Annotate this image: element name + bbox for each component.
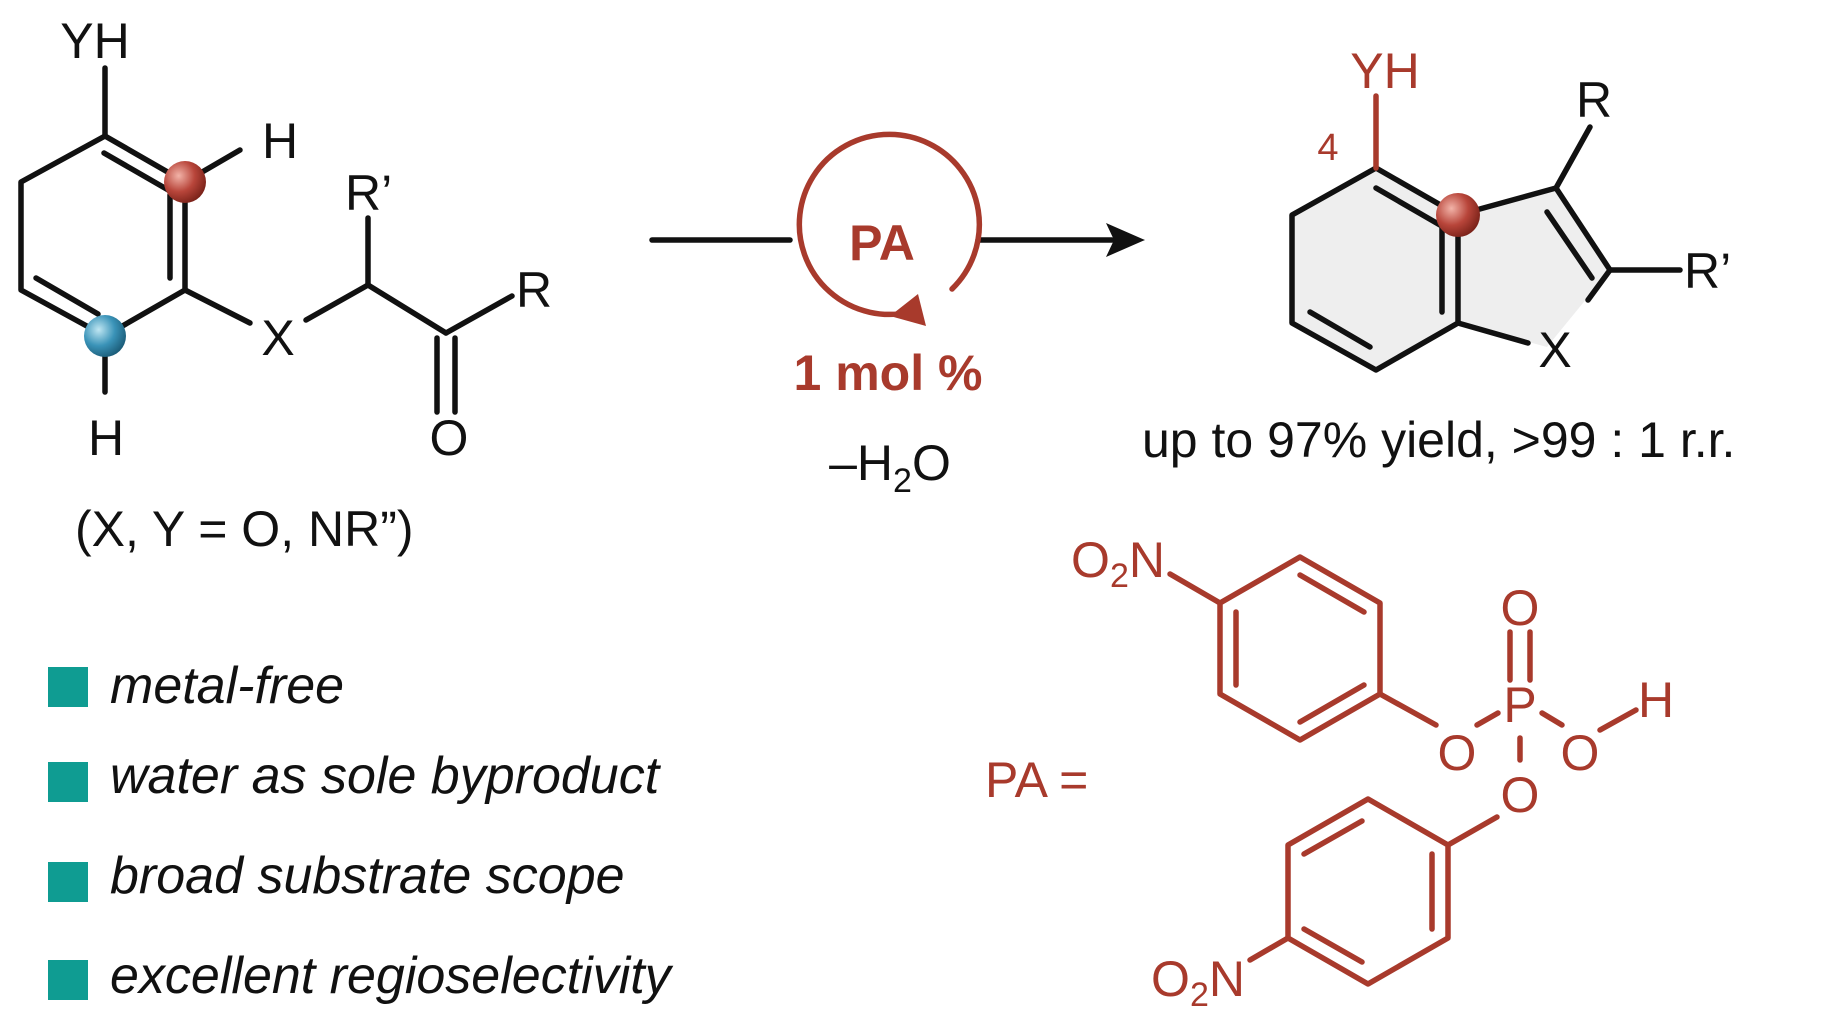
catalyst-structure: PA = O2N O P O O H O O2N bbox=[985, 532, 1674, 1014]
phosphoryl-o-label: O bbox=[1501, 580, 1540, 636]
arrow-head bbox=[1106, 223, 1145, 257]
reactant-substituent-note: (X, Y = O, NR”) bbox=[75, 501, 414, 557]
cycle-arrow-head bbox=[890, 294, 926, 326]
product-structure: YH 4 R R’ X up to 97% yield, >99 : 1 r.r… bbox=[1142, 43, 1735, 468]
reactant-yh-label: YH bbox=[60, 13, 129, 69]
byproduct-water-label: –H2O bbox=[829, 435, 951, 500]
feature-item: metal-free bbox=[110, 657, 344, 715]
feature-item: excellent regioselectivity bbox=[110, 947, 674, 1005]
product-position-label: 4 bbox=[1317, 127, 1338, 169]
reactant-r-label: R bbox=[516, 262, 552, 318]
reaction-arrow: PA 1 mol % –H2O bbox=[649, 131, 1145, 500]
ester-o-bottom-label: O bbox=[1501, 767, 1540, 823]
reactant-x-label: X bbox=[261, 310, 294, 366]
feature-bullet bbox=[48, 960, 88, 1000]
catalytic-cycle-icon bbox=[796, 131, 983, 318]
reactant-carbonyl-o-label: O bbox=[430, 410, 469, 466]
feature-list: metal-free water as sole byproduct broad… bbox=[48, 657, 674, 1005]
ester-o-left-label: O bbox=[1438, 725, 1477, 781]
reactant-h-bottom-label: H bbox=[88, 410, 124, 466]
hydroxyl-h-label: H bbox=[1638, 672, 1674, 728]
lower-nitro-group-label: O2N bbox=[1151, 951, 1245, 1014]
hydroxyl-o-label: O bbox=[1561, 725, 1600, 781]
feature-item: water as sole byproduct bbox=[110, 747, 662, 805]
catalyst-pa-label: PA bbox=[849, 215, 915, 271]
feature-bullet bbox=[48, 862, 88, 902]
feature-item: broad substrate scope bbox=[110, 847, 625, 905]
product-r-label: R bbox=[1576, 72, 1612, 128]
pa-definition-label: PA = bbox=[985, 752, 1088, 808]
catalyst-loading-label: 1 mol % bbox=[794, 345, 983, 401]
c4-red-marker bbox=[1436, 193, 1480, 237]
ortho-ch-red-marker bbox=[164, 161, 206, 203]
phosphorus-label: P bbox=[1503, 677, 1536, 733]
product-r-prime-label: R’ bbox=[1684, 243, 1731, 299]
reactant-r-prime-label: R’ bbox=[345, 165, 392, 221]
feature-bullet bbox=[48, 762, 88, 802]
reactant-structure: YH H H X R’ R O (X, Y = O, NR”) bbox=[18, 13, 552, 557]
product-x-label: X bbox=[1538, 322, 1571, 378]
reactant-h-top-label: H bbox=[262, 113, 298, 169]
upper-nitro-group-label: O2N bbox=[1071, 532, 1165, 595]
product-yield-label: up to 97% yield, >99 : 1 r.r. bbox=[1142, 412, 1735, 468]
ortho-ch-blue-marker bbox=[84, 315, 126, 357]
feature-bullet bbox=[48, 667, 88, 707]
product-yh-label: YH bbox=[1350, 43, 1419, 99]
